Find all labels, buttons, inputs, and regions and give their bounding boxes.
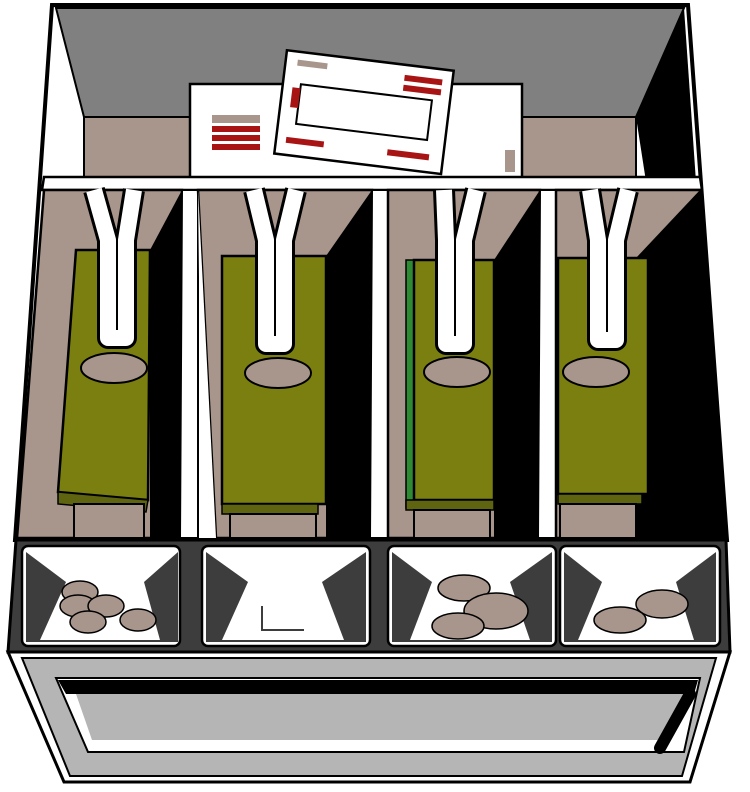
bill-clip-2 xyxy=(243,187,312,389)
bill-clip-3 xyxy=(423,187,491,388)
clip-pad-2 xyxy=(244,357,312,389)
coin-cup-3 xyxy=(386,544,558,648)
coin xyxy=(635,589,689,619)
coin-cup-1 xyxy=(20,544,182,648)
drawer-front-panel xyxy=(5,650,733,784)
receipt-front xyxy=(272,48,456,176)
coin xyxy=(69,610,107,634)
bill-compartment-3 xyxy=(386,187,542,540)
divider-1 xyxy=(178,189,199,539)
clip-pad-1 xyxy=(80,352,148,384)
bill-clip-4 xyxy=(562,187,639,388)
bill-compartment-2 xyxy=(196,187,374,540)
coin xyxy=(119,608,157,632)
coin-cup-2 xyxy=(200,544,372,648)
bill-compartment-4 xyxy=(554,187,726,540)
coin xyxy=(437,574,491,602)
receipts xyxy=(188,48,524,182)
drawer-handle xyxy=(54,677,702,754)
clip-pad-3 xyxy=(423,356,491,388)
divider-3 xyxy=(536,189,557,539)
clip-pad-4 xyxy=(562,356,630,388)
coin xyxy=(87,594,125,618)
coin-cup-4 xyxy=(558,544,722,648)
coin xyxy=(431,612,485,640)
bill-clip-1 xyxy=(80,187,148,384)
divider-2 xyxy=(368,189,389,539)
coin xyxy=(593,606,647,634)
bill-compartment-1 xyxy=(15,187,184,540)
top-divider xyxy=(40,175,704,192)
coin-tray xyxy=(6,538,732,654)
